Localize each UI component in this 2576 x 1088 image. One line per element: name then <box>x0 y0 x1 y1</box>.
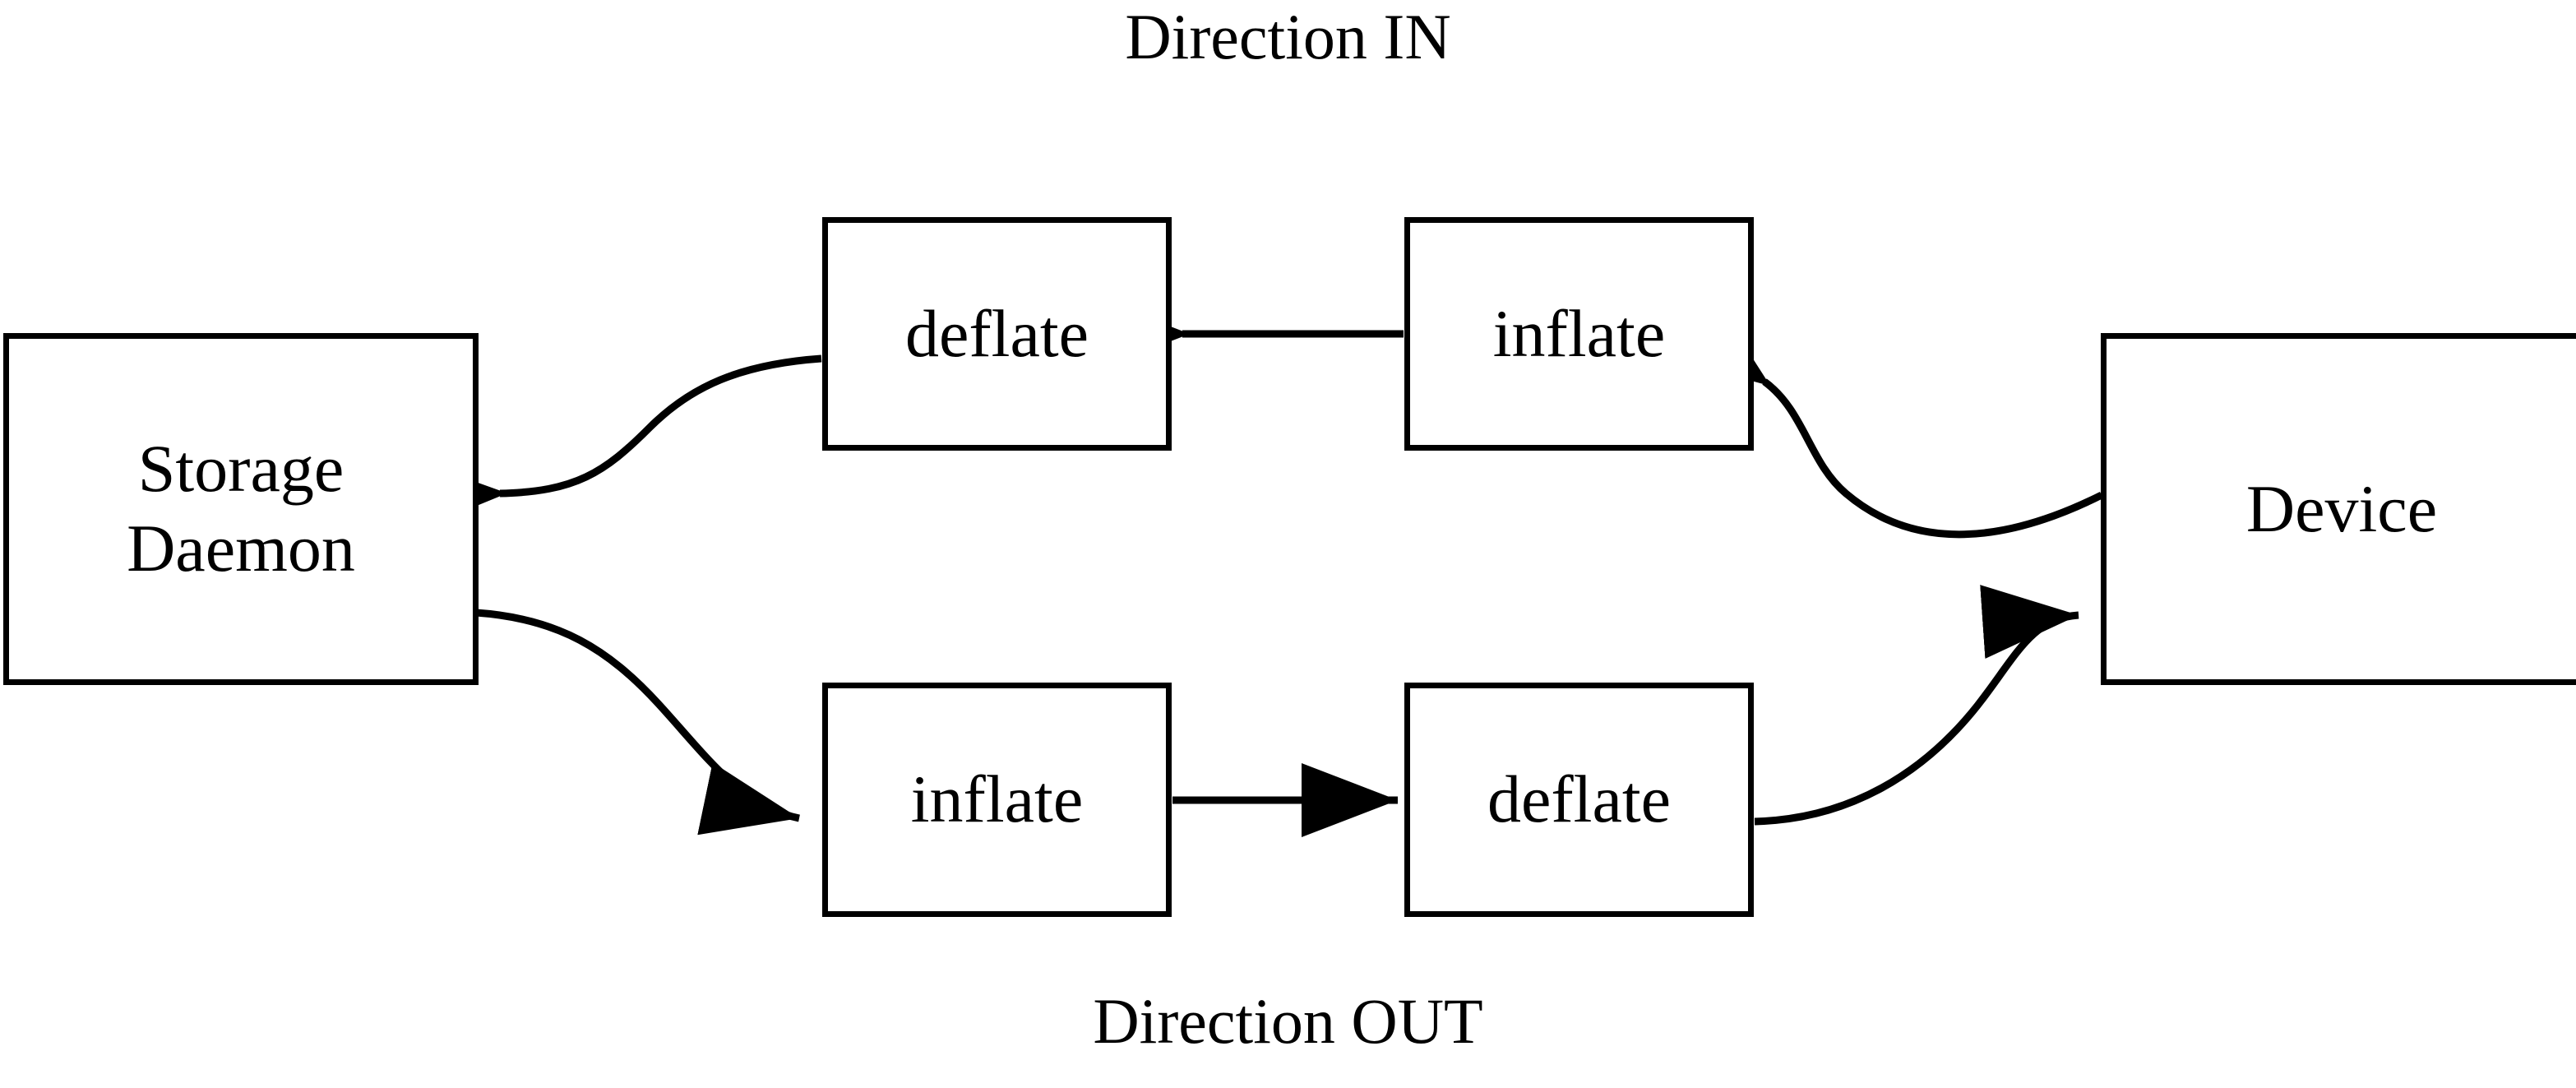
node-deflate-out-label: deflate <box>1487 762 1672 837</box>
node-deflate-in-label: deflate <box>904 295 1089 371</box>
edge-storage-daemon-to-inflate-out <box>475 609 800 836</box>
node-inflate-in-label: inflate <box>1492 295 1666 371</box>
edge-deflate-out-to-device <box>1754 585 2079 826</box>
node-deflate-in[interactable]: deflate <box>822 217 1172 451</box>
caption-direction-in: Direction IN <box>1125 1 1451 72</box>
node-inflate-out[interactable]: inflate <box>822 683 1172 917</box>
node-storage-daemon-label-line2: Daemon <box>127 511 355 586</box>
edge-deflate-in-to-storage-daemon <box>410 354 822 533</box>
node-device[interactable]: Device <box>2101 333 2576 685</box>
node-inflate-out-label: inflate <box>910 762 1084 837</box>
caption-direction-out: Direction OUT <box>1093 985 1483 1057</box>
node-storage-daemon[interactable]: Storage Daemon <box>3 333 479 685</box>
edge-device-to-inflate-in <box>1671 299 2104 539</box>
node-storage-daemon-label-line1: Storage <box>137 431 345 507</box>
node-device-label: Device <box>2245 470 2438 546</box>
node-deflate-out[interactable]: deflate <box>1404 683 1754 917</box>
node-inflate-in[interactable]: inflate <box>1404 217 1754 451</box>
